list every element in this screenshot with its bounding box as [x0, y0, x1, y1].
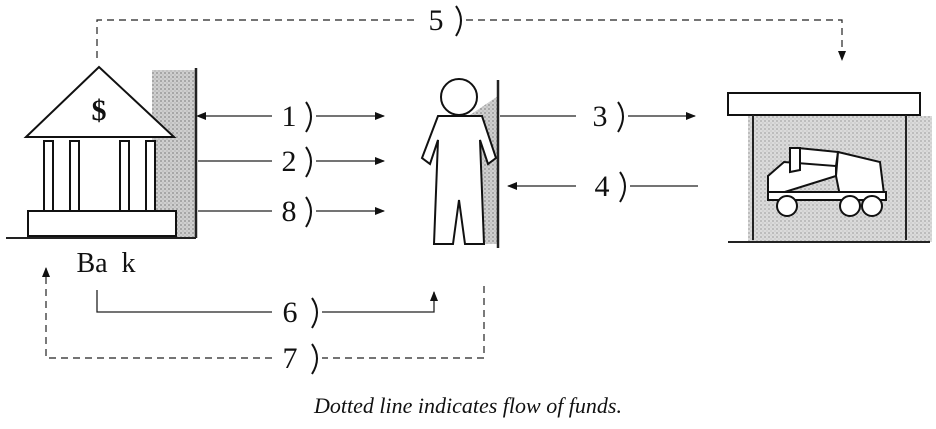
step-3-arrow: 3 — [500, 100, 696, 133]
person-body — [420, 115, 498, 245]
dollar-sign: $ — [92, 94, 107, 127]
step-7-label: 7 — [283, 342, 298, 375]
bank-column — [145, 140, 156, 212]
person-head — [440, 78, 478, 116]
step-4-arrow: 4 — [507, 170, 698, 203]
step-6-label: 6 — [283, 296, 298, 329]
step-8-arrow: 8 — [198, 195, 385, 228]
step-1-arrow: 1 — [196, 100, 385, 133]
bank-column — [43, 140, 54, 212]
bank-column — [119, 140, 130, 212]
bank-roof — [23, 65, 177, 138]
step-8-label: 8 — [282, 195, 297, 228]
step-4-label: 4 — [595, 170, 610, 203]
step-2-label: 2 — [282, 145, 297, 178]
step-3-label: 3 — [593, 100, 608, 133]
truck-wheel — [861, 195, 883, 217]
step-6-funds-line: 6 — [96, 290, 438, 329]
step-1-label: 1 — [282, 100, 297, 133]
truck-dealer — [727, 92, 932, 243]
step-7-funds-line: 7 — [42, 267, 485, 375]
truck-wheel — [776, 195, 798, 217]
bank-building: $ Ba k — [6, 65, 198, 279]
dump-truck — [767, 146, 887, 217]
bank-base — [27, 210, 177, 237]
bank-label: Ba k — [76, 248, 135, 279]
diagram-caption: Dotted line indicates flow of funds. — [313, 393, 622, 418]
truck-wheel — [839, 195, 861, 217]
step-5-funds-line: 5 — [96, 4, 846, 61]
bank-column — [69, 140, 80, 212]
person-figure — [420, 78, 500, 248]
step-5-label: 5 — [429, 4, 444, 37]
garage-roof — [727, 92, 921, 116]
step-2-arrow: 2 — [198, 145, 385, 178]
